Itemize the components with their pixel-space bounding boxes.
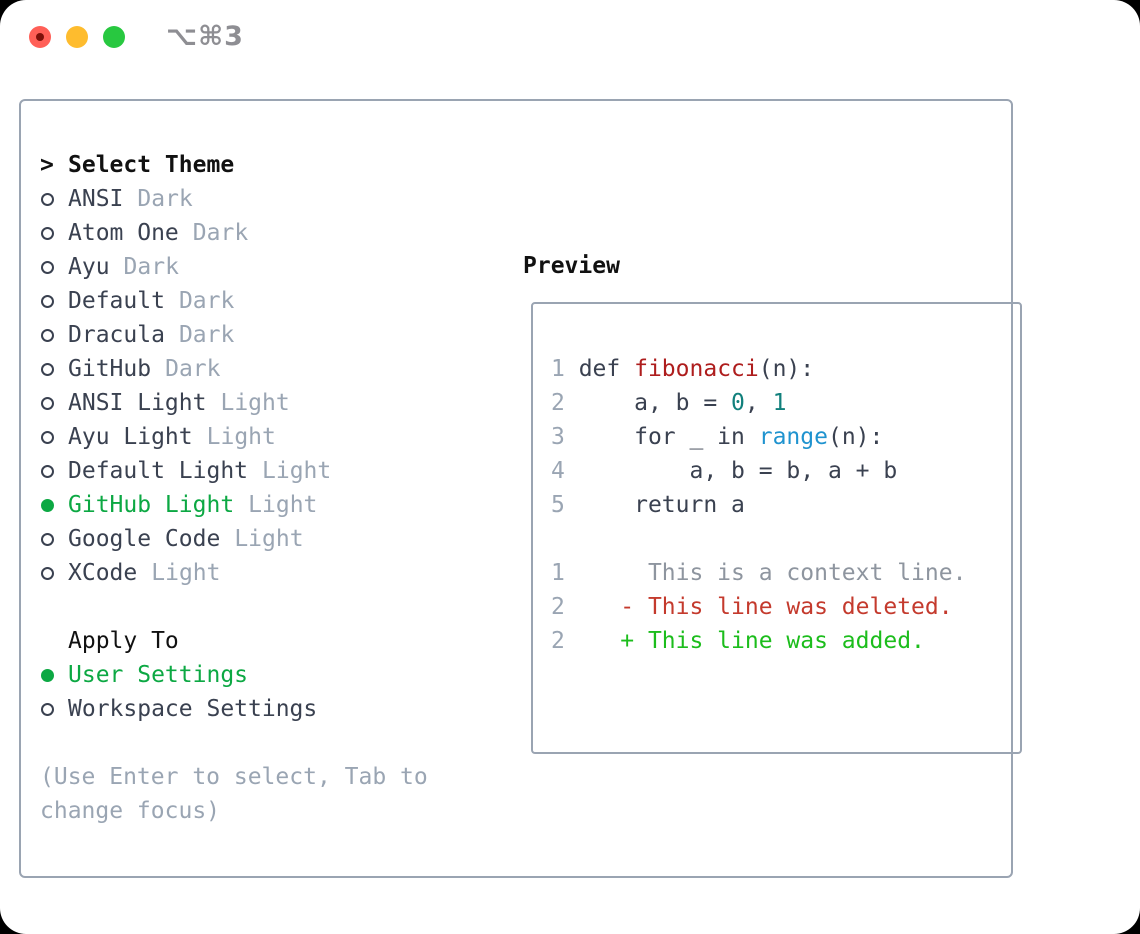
line-number: 4 [551,458,565,484]
number-token: 1 [772,390,787,416]
line-number: 2 [551,594,565,620]
diff-line-context: 1 This is a context line. [551,556,1020,590]
select-theme-title: Select Theme [68,152,235,178]
builtin-token: range [758,424,828,450]
select-theme-header: > Select Theme [40,148,428,182]
radio-icon [41,566,54,580]
number-token: 0 [731,390,745,416]
hint-text-line-2: change focus) [40,798,221,824]
radio-icon [41,430,54,444]
radio-icon [41,464,54,478]
radio-icon [41,260,54,274]
line-number: 2 [551,628,565,654]
code-line: 3 for _ in range(n): [551,420,1020,454]
blank-line [551,522,1020,556]
added-line-text: + This line was added. [564,628,925,654]
preview-title: Preview [523,253,620,279]
window-shortcut-label: ⌥⌘3 [166,21,244,52]
code-token: , [744,390,773,416]
line-number: 1 [551,356,565,382]
minimize-button[interactable] [66,26,88,48]
code-token: return a [564,492,745,518]
radio-icon [41,328,54,342]
line-number: 2 [551,390,565,416]
radio-icon [41,192,54,206]
radio-icon [41,532,54,546]
line-number: 3 [551,424,565,450]
close-button[interactable] [29,26,51,48]
diff-line-deleted: 2 - This line was deleted. [551,590,1020,624]
code-token: (n): [827,424,884,450]
code-token: for _ in [564,424,759,450]
titlebar: ⌥⌘3 [0,0,1140,74]
hint-text-line-1: (Use Enter to select, Tab to [40,764,428,790]
apply-option-workspace-settings[interactable]: Workspace Settings [40,692,428,726]
function-name-token: fibonacci [634,356,759,382]
focus-caret-icon: > [40,152,54,178]
radio-icon [41,294,54,308]
radio-selected-icon [41,668,54,682]
preview-box: 1 def fibonacci(n): 2 a, b = 0, 1 3 for … [531,302,1022,754]
close-dot-icon [36,33,44,41]
radio-selected-icon [41,498,54,512]
diff-line-added: 2 + This line was added. [551,624,1020,658]
apply-option-user-settings[interactable]: User Settings [40,658,428,692]
zoom-button[interactable] [103,26,125,48]
code-token: a, b = b, a + b [564,458,898,484]
code-line: 2 a, b = 0, 1 [551,386,1020,420]
code-line: 1 def fibonacci(n): [551,352,1020,386]
line-number: 5 [551,492,565,518]
line-number: 1 [551,560,565,586]
code-line: 5 return a [551,488,1020,522]
code-token: a, b = [564,390,732,416]
code-token: (n): [758,356,815,382]
context-line-text: This is a context line. [564,560,967,586]
code-token: def [564,356,635,382]
apply-to-header: Apply To [68,628,179,654]
radio-icon [41,226,54,240]
radio-icon [41,702,54,716]
radio-icon [41,362,54,376]
code-line: 4 a, b = b, a + b [551,454,1020,488]
deleted-line-text: - This line was deleted. [564,594,953,620]
radio-icon [41,396,54,410]
